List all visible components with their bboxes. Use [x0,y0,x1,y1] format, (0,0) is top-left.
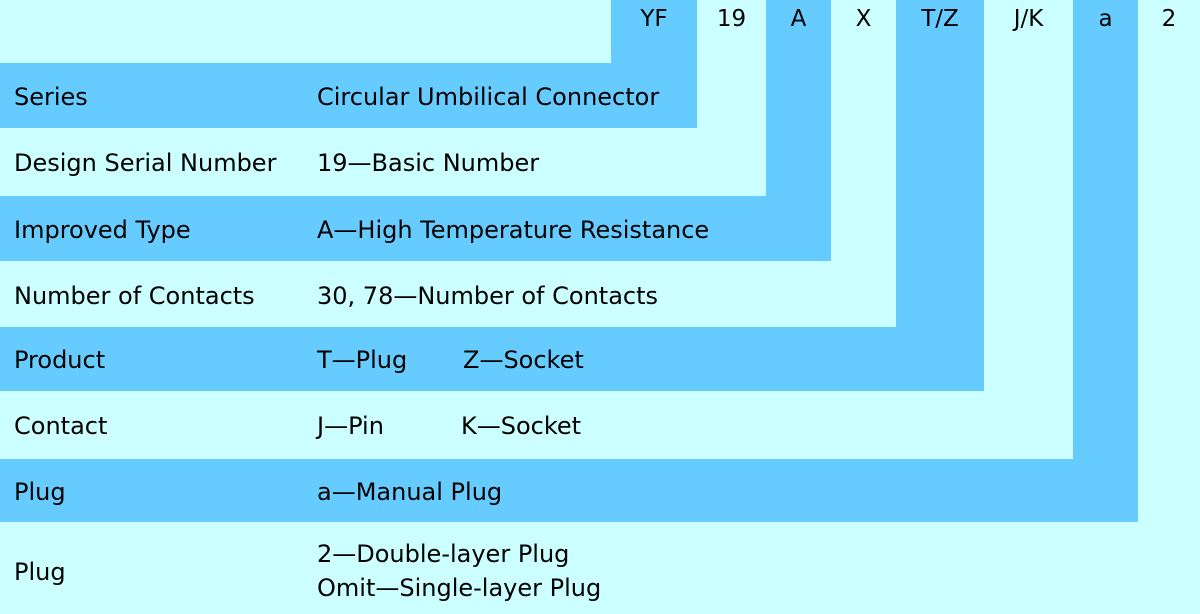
row-label-improved-type: Improved Type [14,216,191,244]
band-improved-row [0,196,831,261]
code-tz: T/Z [921,6,959,32]
band-product-row [0,327,984,391]
band-tz-column [896,0,984,391]
code-x: X [855,6,872,32]
row-label-plug: Plug [14,478,66,506]
row-desc-plug: a—Manual Plug [317,478,503,506]
row-desc-improved-type: A—High Temperature Resistance [317,216,710,244]
code-19: 19 [716,6,747,32]
row-label-design-serial: Design Serial Number [14,149,277,177]
row-label-contacts-number: Number of Contacts [14,282,255,310]
row-desc-contact-pin: J—Pin [317,412,384,440]
code-2: 2 [1161,6,1177,32]
row-desc-plug-layer-double: 2—Double-layer Plug [317,540,570,568]
code-jk: J/K [1013,6,1044,32]
row-label-contact: Contact [14,412,108,440]
band-plug-row [0,459,1138,522]
row-desc-series: Circular Umbilical Connector [317,83,660,111]
row-desc-contacts-number: 30, 78—Number of Contacts [317,282,659,310]
code-a-plug: a [1098,6,1113,32]
band-a-plug-column [1073,0,1138,522]
row-desc-design-serial: 19—Basic Number [317,149,540,177]
code-a: A [790,6,807,32]
row-desc-contact-socket: K—Socket [461,412,582,440]
row-label-product: Product [14,346,106,374]
row-label-plug-layer: Plug [14,558,66,586]
row-desc-product-socket: Z—Socket [463,346,584,374]
row-desc-product-plug: T—Plug [317,346,408,374]
code-yf: YF [640,6,668,32]
row-desc-plug-layer-single: Omit—Single-layer Plug [317,574,602,602]
band-series-row [0,63,697,128]
row-label-series: Series [14,83,88,111]
